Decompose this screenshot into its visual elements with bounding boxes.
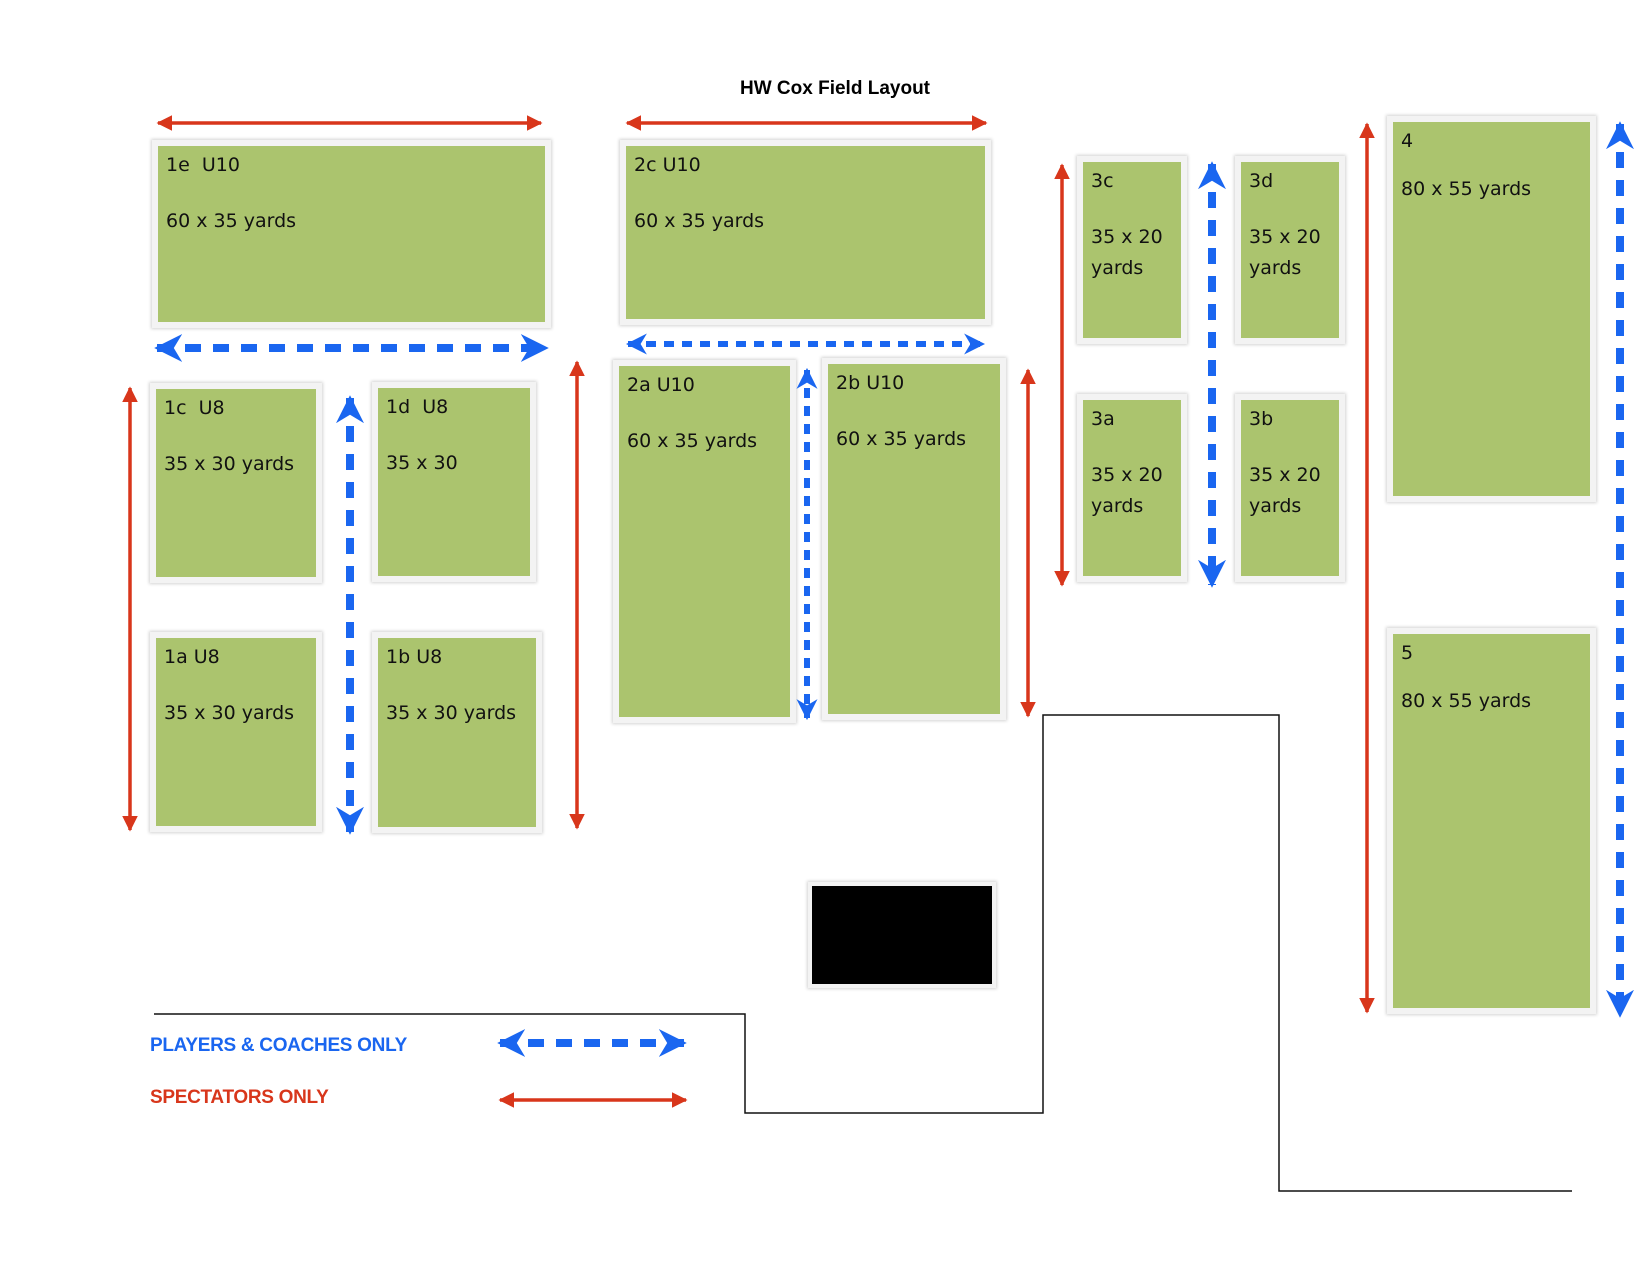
field-label: 1d U8	[386, 396, 449, 418]
field-label: 5	[1401, 642, 1414, 664]
field-label: 2b U10	[836, 372, 905, 394]
field-3d: 3d 35 x 20 yards	[1235, 156, 1345, 344]
field-size: 35 x 20 yards	[1249, 464, 1321, 517]
field-1e: 1e U10 60 x 35 yards	[152, 140, 551, 328]
field-label: 1c U8	[164, 397, 225, 419]
field-2c: 2c U10 60 x 35 yards	[620, 140, 991, 325]
field-label: 2c U10	[634, 154, 701, 176]
field-size: 60 x 35 yards	[166, 210, 297, 232]
field-size: 60 x 35 yards	[627, 430, 758, 452]
field-size: 35 x 30 yards	[164, 453, 295, 475]
field-label: 1b U8	[386, 646, 443, 668]
field-size: 35 x 30 yards	[164, 702, 295, 724]
legend-spectators-label: SPECTATORS ONLY	[150, 1087, 329, 1108]
field-5: 5 80 x 55 yards	[1387, 628, 1596, 1014]
field-size: 35 x 20 yards	[1249, 226, 1321, 279]
field-3c: 3c 35 x 20 yards	[1077, 156, 1187, 344]
field-size: 60 x 35 yards	[836, 428, 967, 450]
field-1b: 1b U8 35 x 30 yards	[372, 632, 542, 833]
boundary-lines	[154, 714, 1572, 1192]
field-2b: 2b U10 60 x 35 yards	[822, 358, 1006, 720]
field-label: 1a U8	[164, 646, 220, 668]
field-size: 35 x 30	[386, 452, 458, 474]
player-arrows	[154, 121, 1634, 1057]
field-2a: 2a U10 60 x 35 yards	[613, 360, 796, 723]
field-size: 35 x 20 yards	[1091, 464, 1163, 517]
field-label: 1e U10	[166, 154, 240, 176]
field-size: 35 x 20 yards	[1091, 226, 1163, 279]
field-label: 2a U10	[627, 374, 695, 396]
field-label: 4	[1401, 130, 1414, 152]
field-4: 4 80 x 55 yards	[1387, 116, 1596, 502]
field-size: 80 x 55 yards	[1401, 178, 1532, 200]
field-1d: 1d U8 35 x 30	[372, 382, 536, 582]
field-1c: 1c U8 35 x 30 yards	[150, 383, 322, 583]
field-3a: 3a 35 x 20 yards	[1077, 394, 1187, 582]
field-label: 3d	[1249, 170, 1274, 192]
boundary-line	[154, 714, 1572, 1192]
building-block	[808, 882, 996, 988]
field-size: 60 x 35 yards	[634, 210, 765, 232]
field-label: 3b	[1249, 408, 1274, 430]
field-label: 3c	[1091, 170, 1114, 192]
spectator-arrows	[122, 115, 1375, 1108]
field-1a: 1a U8 35 x 30 yards	[150, 632, 322, 832]
legend-players-label: PLAYERS & COACHES ONLY	[150, 1035, 407, 1056]
field-size: 80 x 55 yards	[1401, 690, 1532, 712]
field-size: 35 x 30 yards	[386, 702, 517, 724]
field-label: 3a	[1091, 408, 1115, 430]
field-3b: 3b 35 x 20 yards	[1235, 394, 1345, 582]
page-title: HW Cox Field Layout	[740, 78, 930, 99]
